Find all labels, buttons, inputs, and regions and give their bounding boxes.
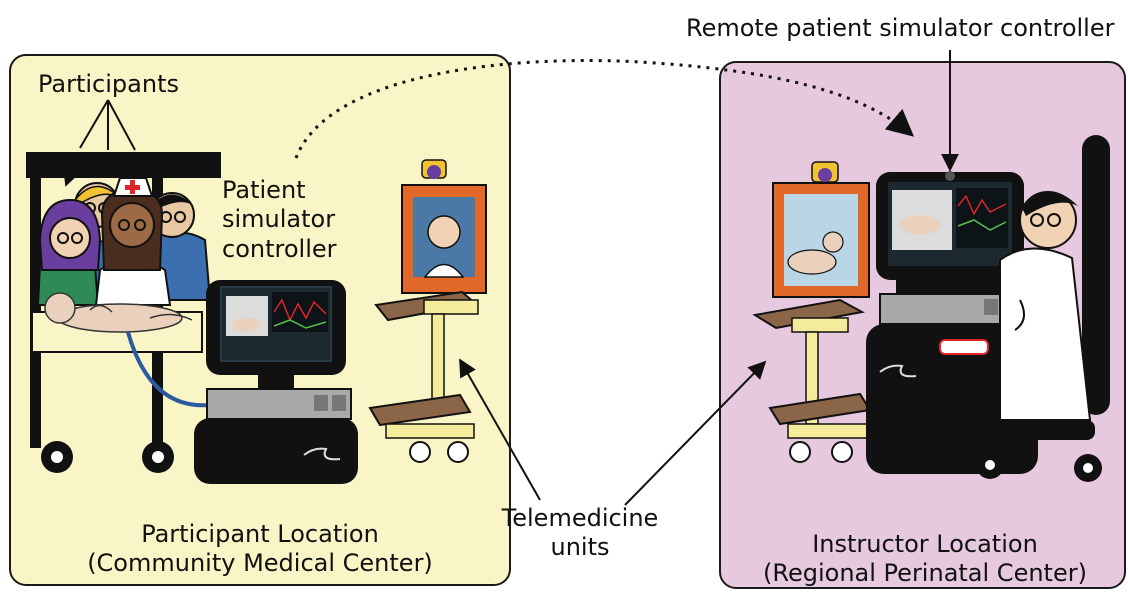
instructor-figure bbox=[976, 135, 1110, 482]
telemedicine-label-line1: Telemedicine bbox=[501, 504, 659, 532]
participants-label: Participants bbox=[38, 70, 179, 98]
participants-group bbox=[26, 152, 221, 473]
patient-simulator-label-line1: Patient bbox=[222, 176, 306, 204]
telemedicine-unit-right bbox=[752, 161, 881, 463]
participant-location-line2: (Community Medical Center) bbox=[87, 549, 433, 578]
remote-controller-label: Remote patient simulator controller bbox=[686, 14, 1115, 42]
participants-pointer-line bbox=[107, 99, 136, 151]
telemedicine-unit-left bbox=[368, 159, 487, 463]
patient-simulator-controller bbox=[194, 280, 358, 484]
telemedicine-arrow-right bbox=[624, 360, 767, 506]
participants-pointer-line bbox=[79, 99, 109, 149]
instructor-location-label: Instructor Location (Regional Perinatal … bbox=[730, 530, 1120, 589]
simulator-cable bbox=[126, 331, 211, 408]
telemedicine-arrow-left bbox=[459, 358, 541, 501]
patient-simulator-label-line2: simulator bbox=[222, 205, 336, 234]
telemedicine-units-label: Telemedicine units bbox=[500, 504, 660, 563]
patient-simulator-controller-label: Patient simulator controller bbox=[222, 176, 337, 264]
instructor-location-line2: (Regional Perinatal Center) bbox=[763, 559, 1087, 588]
instructor-location-line1: Instructor Location bbox=[812, 530, 1038, 558]
patient-simulator-label-line3: controller bbox=[222, 234, 337, 263]
participants-pointer-arrow bbox=[63, 157, 81, 187]
telemedicine-label-line2: units bbox=[550, 533, 610, 562]
participant-location-label: Participant Location (Community Medical … bbox=[60, 520, 460, 579]
remote-link-dotted-arrow bbox=[294, 58, 915, 159]
participant-location-line1: Participant Location bbox=[141, 520, 379, 548]
